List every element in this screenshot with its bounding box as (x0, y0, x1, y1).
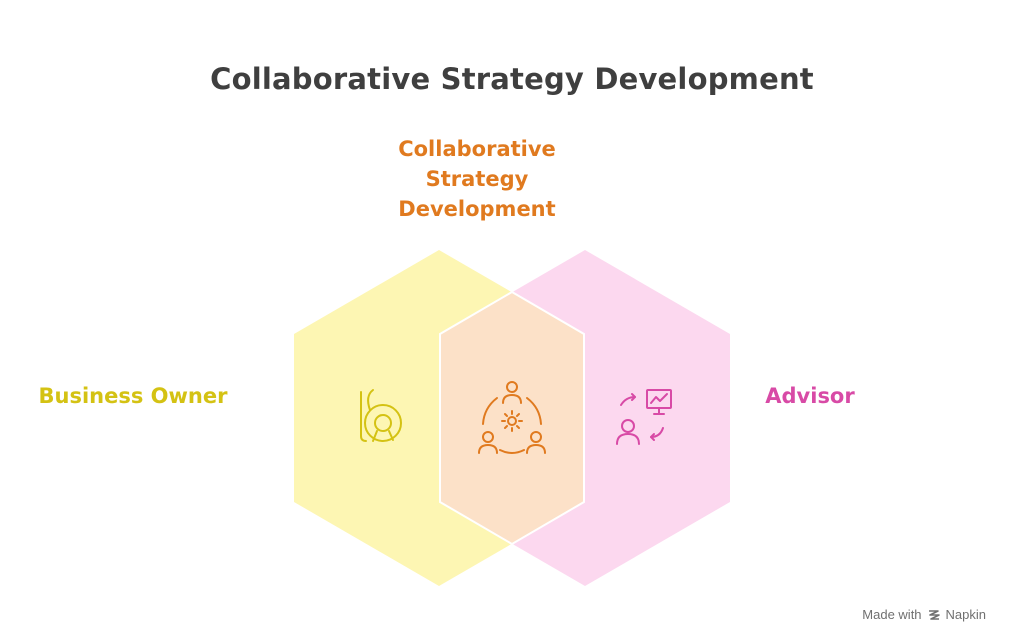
team-collaboration-gear-icon (478, 381, 546, 454)
intersection-label-line-3: Development (398, 197, 556, 221)
advisor-label: Advisor (765, 384, 855, 408)
napkin-logo-icon (928, 609, 940, 620)
napkin-watermark: Made with Napkin (862, 607, 986, 622)
business-logo-b-icon (360, 389, 402, 442)
diagram-title: Collaborative Strategy Development (210, 62, 814, 96)
advisor-presentation-icon (616, 389, 672, 445)
intersection-label-line-2: Strategy (425, 167, 529, 191)
napkin-brand-text: Napkin (945, 607, 986, 622)
made-with-text: Made with (862, 607, 922, 622)
intersection-label-line-1: Collaborative (398, 137, 556, 161)
intersection-label: Collaborative Strategy Development (357, 134, 597, 224)
business-owner-label: Business Owner (38, 384, 228, 408)
